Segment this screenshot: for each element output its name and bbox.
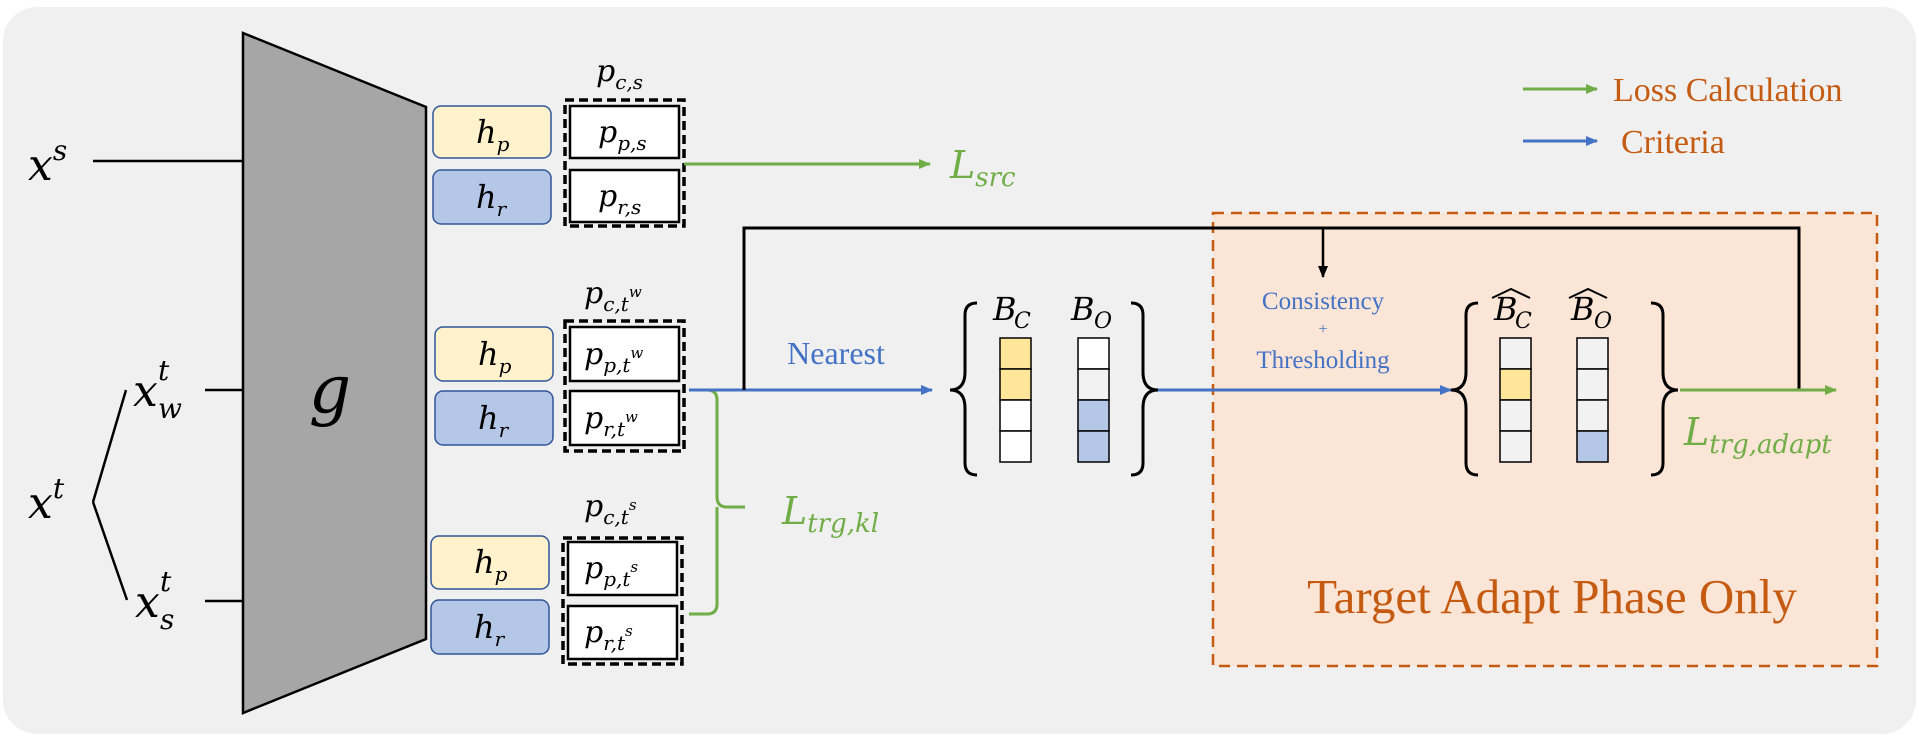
- svg-text:C: C: [1515, 309, 1532, 334]
- head-r-source: [432, 169, 552, 225]
- bank-cell-bo-hat-1: [1576, 368, 1609, 401]
- out-p-source-box: [568, 104, 681, 160]
- head-p-source-label: hp: [476, 113, 510, 156]
- head-p-source: [432, 105, 552, 159]
- hat-mark-bo: [1568, 287, 1608, 299]
- bank-cell-bo-hat-2: [1576, 399, 1609, 432]
- bank-title-bc-hat: B C: [1491, 287, 1532, 334]
- phase-label: Target Adapt Phase Only: [1307, 569, 1797, 624]
- svg-text:t: t: [158, 354, 170, 387]
- adapt-loss-label: Ltrg,adapt: [1683, 410, 1832, 460]
- svg-text:x: x: [135, 577, 160, 628]
- feedback-loop-line: [742, 226, 1801, 390]
- out-c-strong-box: [561, 536, 684, 666]
- bank-cell-bo-hat-3: [1576, 430, 1609, 463]
- bank-title-bo: B O: [1070, 290, 1112, 334]
- svg-text:w: w: [158, 392, 182, 425]
- encoder-block: [241, 31, 428, 715]
- target-branch-upper: [91, 389, 128, 503]
- svg-text:C: C: [1014, 309, 1031, 334]
- svg-text:B: B: [1070, 290, 1095, 328]
- head-p-weak: [434, 326, 554, 382]
- target-adapt-phase-region: [1211, 211, 1879, 668]
- svg-text:t: t: [160, 565, 172, 598]
- bank-cell-bo-3: [1077, 430, 1110, 463]
- legend-loss-label: Loss Calculation: [1613, 72, 1842, 109]
- head-r-strong-label: hr: [474, 608, 506, 651]
- source-input-label: xs: [28, 134, 67, 191]
- strong-input-label: x t s: [135, 565, 174, 636]
- bank-cell-bc-3: [999, 430, 1032, 463]
- bank-cell-bc-2: [999, 399, 1032, 432]
- nearest-label: Nearest: [787, 335, 885, 371]
- src-loss-label: Lsrc: [949, 143, 1016, 193]
- target-branch-lower: [91, 501, 129, 601]
- weak-input-label: x t w: [133, 354, 182, 425]
- bank-cell-bo-2: [1077, 399, 1110, 432]
- svg-text:B: B: [992, 290, 1017, 328]
- out-r-weak-label: pr,tw: [584, 401, 638, 441]
- out-p-strong-box: [566, 540, 679, 597]
- head-p-weak-label: hp: [478, 335, 512, 378]
- bank-cell-bo-1: [1077, 368, 1110, 401]
- consistency-label: Consistency: [1262, 288, 1385, 315]
- head-r-strong: [430, 599, 550, 655]
- head-r-weak: [434, 390, 554, 446]
- head-p-strong: [430, 535, 550, 590]
- bank-title-bo-hat: B O: [1568, 287, 1612, 334]
- bank-cell-bc-0: [999, 337, 1032, 370]
- out-r-source-label: pr,s: [598, 179, 641, 219]
- bank-brace-right-1: [1130, 301, 1159, 477]
- out-p-weak-box: [568, 325, 681, 383]
- svg-text:x: x: [133, 366, 158, 417]
- out-c-source-label: pc,s: [596, 54, 643, 94]
- bank-cell-bo-0: [1077, 337, 1110, 370]
- out-p-source-label: pp,s: [598, 115, 647, 155]
- out-c-weak-label: pc,tw: [584, 276, 642, 316]
- bank-cell-bc-hat-3: [1499, 430, 1532, 463]
- bank-cell-bc-hat-2: [1499, 399, 1532, 432]
- out-p-weak-label: pp,tw: [584, 337, 643, 377]
- bank-brace-left-2: [1450, 301, 1479, 477]
- legend: Loss Calculation Criteria: [1523, 72, 1842, 161]
- plus-label: +: [1318, 321, 1327, 338]
- head-p-strong-label: hp: [474, 543, 508, 586]
- bank-cell-bc-hat-0: [1499, 337, 1532, 370]
- out-r-strong-label: pr,ts: [584, 615, 633, 655]
- encoder-label: g: [309, 351, 351, 428]
- bank-brace-right-2: [1650, 301, 1679, 477]
- kl-loss-label: Ltrg,kl: [781, 489, 879, 539]
- out-r-source-box: [568, 168, 681, 224]
- head-r-weak-label: hr: [478, 399, 510, 442]
- svg-text:s: s: [160, 603, 174, 636]
- legend-criteria-label: Criteria: [1621, 124, 1725, 161]
- bank-cell-bo-hat-0: [1576, 337, 1609, 370]
- hat-mark-bc: [1491, 287, 1531, 299]
- target-input-label: xt: [28, 472, 65, 529]
- bank-title-bc: B C: [992, 290, 1031, 334]
- bank-cell-bc-1: [999, 368, 1032, 401]
- thresholding-label: Thresholding: [1256, 347, 1390, 374]
- head-r-source-label: hr: [476, 178, 508, 221]
- bank-cell-bc-hat-1: [1499, 368, 1532, 401]
- bank-brace-left-1: [949, 301, 978, 477]
- svg-text:O: O: [1094, 309, 1112, 334]
- svg-text:O: O: [1594, 309, 1612, 334]
- out-c-strong-label: pc,ts: [584, 489, 637, 529]
- out-r-strong-box: [566, 604, 679, 661]
- out-p-strong-label: pp,ts: [584, 551, 638, 591]
- out-c-weak-box: [563, 319, 686, 453]
- bank-cells: [999, 337, 1609, 463]
- out-r-weak-box: [568, 389, 681, 447]
